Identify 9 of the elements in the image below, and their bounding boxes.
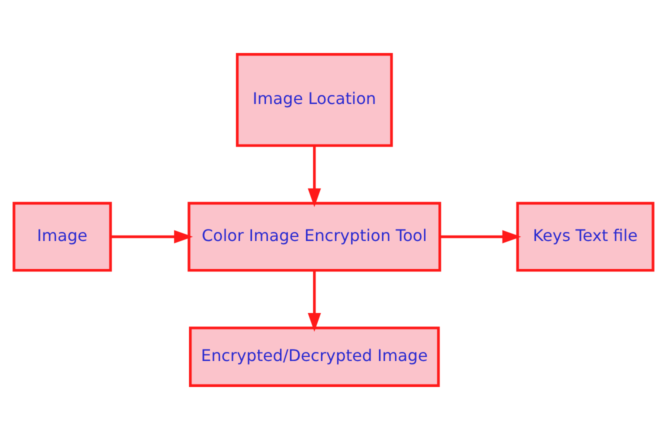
node-box: Keys Text file	[516, 201, 654, 272]
node-box: Encrypted/Decrypted Image	[189, 326, 440, 386]
arrow	[111, 230, 193, 243]
node-box: Image	[12, 201, 112, 272]
node-box: Color Image Encryption Tool	[188, 201, 442, 272]
arrow	[308, 145, 321, 207]
arrow	[440, 230, 522, 243]
node-box: Image Location	[236, 52, 393, 146]
arrow	[308, 270, 321, 332]
